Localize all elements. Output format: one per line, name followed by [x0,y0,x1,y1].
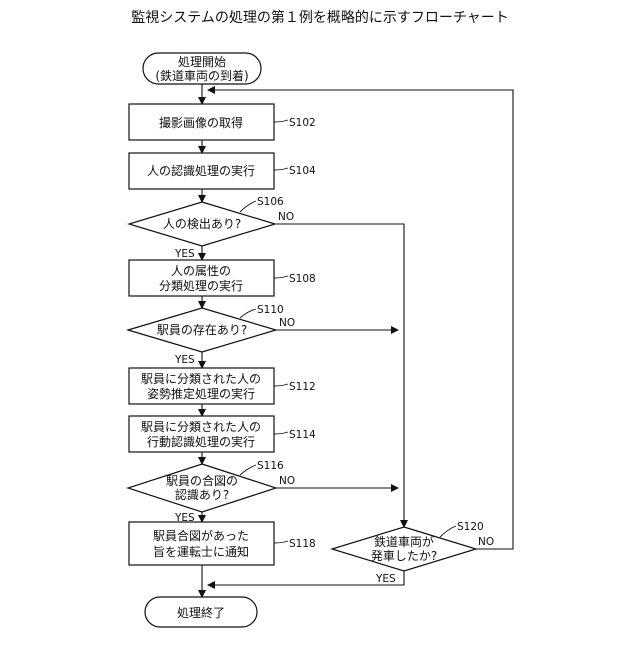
process-s104: 人の認識処理の実行 S104 [129,153,316,189]
decision-s110-leader [240,309,256,318]
process-s104-leader [274,168,288,170]
process-s112-leader [274,384,288,386]
start-label-line1: 処理開始 [178,55,226,69]
diagram-title: 監視システムの処理の第１例を概略的に示すフローチャート [131,9,508,26]
step-id-s110: S110 [257,304,284,316]
process-s112-label-line2: 姿勢推定処理の実行 [147,386,255,401]
step-id-s102: S102 [289,117,316,129]
step-id-s116: S116 [257,460,284,472]
step-id-s106: S106 [257,196,284,208]
decision-s106-label: 人の検出あり? [163,217,241,231]
end-terminal: 処理終了 [145,597,257,627]
process-s118-label-line2: 旨を運転士に通知 [153,545,249,559]
decision-s110-yes-label: YES [174,354,195,366]
step-id-s112: S112 [289,381,316,393]
decision-s120-label-line1: 鉄道車両が [374,534,434,549]
step-id-s104: S104 [289,165,316,177]
process-s118-label-line1: 駅員合図があった [153,528,249,543]
decision-s120-label-line2: 発車したか? [371,549,437,563]
step-id-s114: S114 [289,429,316,441]
step-id-s118: S118 [289,538,316,550]
process-s104-label: 人の認識処理の実行 [147,163,255,178]
decision-s116: 駅員の合図の 認識あり? S116 NO YES [128,460,295,524]
decision-s106-no-label: NO [278,211,294,223]
decision-s116-label-line1: 駅員の合図の [166,473,238,488]
start-label-line2: (鉄道車両の到着) [155,68,248,83]
decision-s120-leader [440,526,456,537]
decision-s106: 人の検出あり? S106 NO YES [129,196,294,260]
process-s114-label-line1: 駅員に分類された人の [141,420,261,434]
step-id-s108: S108 [289,273,316,285]
decision-s120-yes-label: YES [375,573,396,585]
process-s102: 撮影画像の取得 S102 [129,104,316,140]
process-s114-leader [274,432,288,434]
process-s118-leader [274,541,288,543]
decision-s110: 駅員の存在あり? S110 NO YES [128,304,295,366]
decision-s110-label: 駅員の存在あり? [157,323,247,337]
start-terminal: 処理開始 (鉄道車両の到着) [143,53,261,84]
process-s112: 駅員に分類された人の 姿勢推定処理の実行 S112 [129,368,316,404]
decision-s110-no-label: NO [279,317,295,329]
decision-s120: 鉄道車両が 発車したか? S120 NO YES [332,521,494,585]
process-s118: 駅員合図があった 旨を運転士に通知 S118 [129,522,316,565]
process-s108: 人の属性の 分類処理の実行 S108 [129,260,316,296]
decision-s106-yes-label: YES [174,248,195,260]
decision-s116-no-label: NO [279,475,295,487]
decision-s106-leader [240,201,256,212]
decision-s116-label-line2: 認識あり? [175,487,229,502]
arrow-s120-yes [208,571,404,585]
decision-s116-leader [240,465,256,475]
decision-s120-no-label: NO [478,536,494,548]
process-s108-leader [274,276,288,278]
process-s114: 駅員に分類された人の 行動認識処理の実行 S114 [129,416,316,452]
process-s102-label: 撮影画像の取得 [159,115,243,130]
process-s114-label-line2: 行動認識処理の実行 [147,434,255,449]
end-label: 処理終了 [177,605,225,620]
step-id-s120: S120 [457,521,484,533]
process-s112-label-line1: 駅員に分類された人の [141,372,261,386]
process-s108-label-line1: 人の属性の [171,264,231,278]
process-s102-leader [274,120,288,122]
process-s108-label-line2: 分類処理の実行 [159,278,243,293]
